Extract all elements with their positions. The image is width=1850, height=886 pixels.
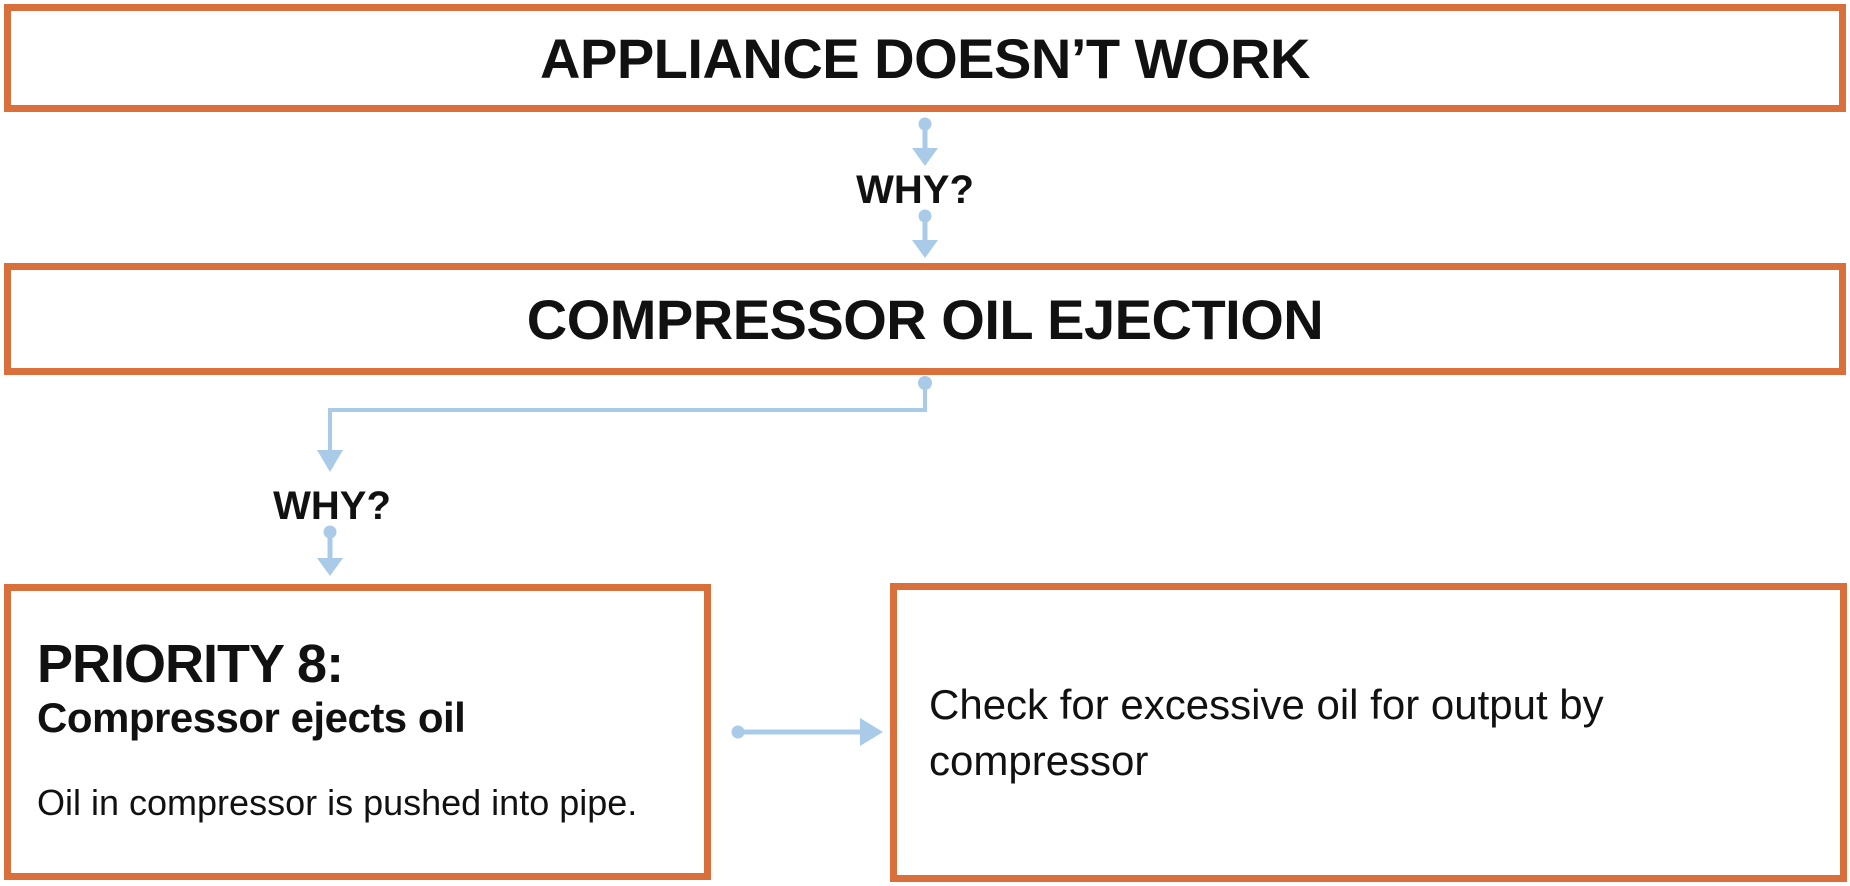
priority-title: PRIORITY 8: — [37, 634, 344, 694]
cause-box: COMPRESSOR OIL EJECTION — [4, 263, 1846, 375]
action-text: Check for excessive oil for output by co… — [929, 681, 1604, 784]
down-arrow-icon — [912, 209, 938, 258]
priority-box: PRIORITY 8: Compressor ejects oil Oil in… — [4, 584, 711, 880]
cause-title: COMPRESSOR OIL EJECTION — [526, 287, 1324, 351]
action-box: Check for excessive oil for output by co… — [890, 583, 1847, 882]
symptom-box: APPLIANCE DOESN’T WORK — [4, 4, 1846, 112]
why-label-1: WHY? — [856, 168, 974, 212]
down-arrow-icon — [317, 525, 343, 576]
why-label-2: WHY? — [273, 484, 391, 528]
priority-description: Oil in compressor is pushed into pipe. — [37, 782, 638, 823]
down-arrow-icon — [912, 117, 938, 166]
symptom-title: APPLIANCE DOESN’T WORK — [540, 26, 1310, 90]
elbow-connector-icon — [317, 376, 932, 472]
right-arrow-icon — [731, 718, 883, 746]
priority-content: PRIORITY 8: Compressor ejects oil Oil in… — [11, 591, 704, 821]
priority-subtitle: Compressor ejects oil — [37, 694, 466, 741]
